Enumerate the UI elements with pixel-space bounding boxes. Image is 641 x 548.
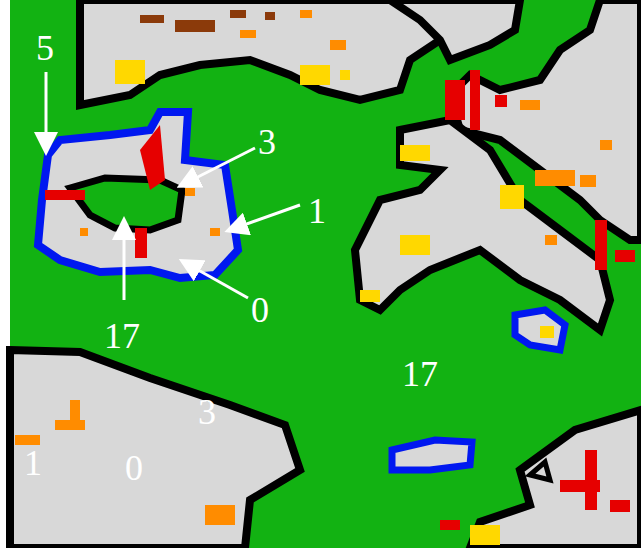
callout-number: 17	[402, 356, 438, 392]
callout-number: 0	[125, 450, 143, 486]
callout-number: 17	[104, 318, 140, 354]
callout-number: 1	[24, 445, 42, 481]
callout-number: 5	[36, 30, 54, 66]
callout-number: 1	[308, 193, 326, 229]
callout-number: 0	[251, 292, 269, 328]
callout-number: 3	[258, 124, 276, 160]
callout-number: 3	[198, 394, 216, 430]
